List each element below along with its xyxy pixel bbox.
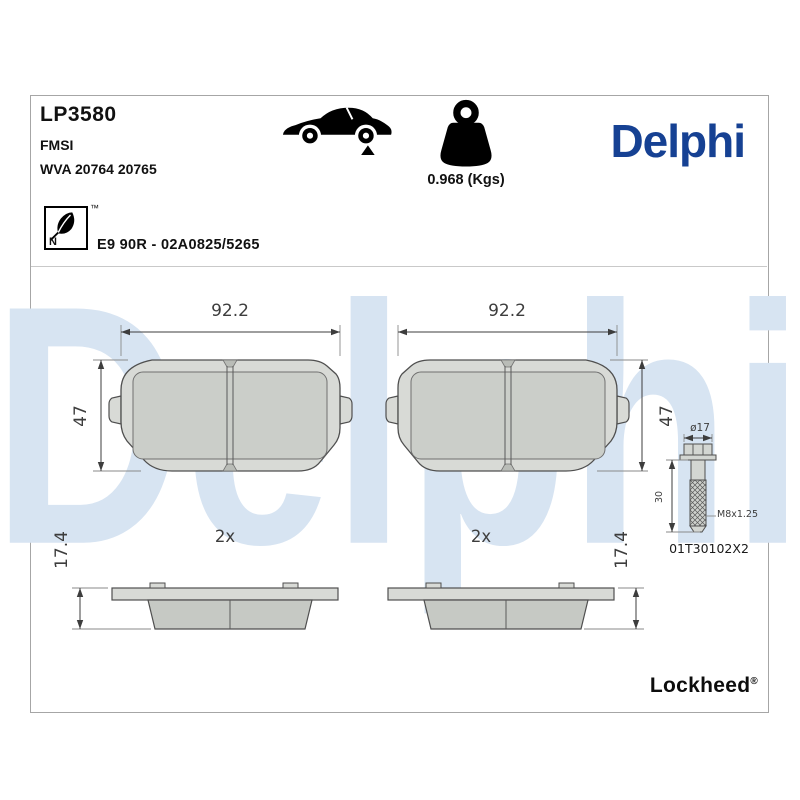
document-frame	[30, 95, 769, 713]
lockheed-wordmark: Lockheed	[649, 674, 751, 697]
quantity-label-left: 2x	[214, 527, 236, 546]
eco-letter: N	[49, 236, 57, 248]
bolt-thread-spec: M8x1.25	[717, 509, 759, 520]
trademark-symbol: ™	[90, 203, 99, 213]
wva-numbers: WVA 20764 20765	[40, 161, 157, 177]
bolt-shaft-length: 30	[653, 490, 665, 504]
rear-axle-marker-icon	[361, 145, 375, 155]
approval-number: E9 90R - 02A0825/5265	[97, 237, 260, 253]
car-icon	[282, 107, 392, 155]
width-dim-right-pad: 92.2	[488, 301, 526, 321]
part-number: LP3580	[40, 103, 117, 126]
header-divider	[31, 266, 767, 267]
quantity-label-right: 2x	[470, 527, 492, 546]
weight-value: 0.968 (Kgs)	[427, 172, 505, 188]
registered-symbol: ®	[750, 676, 758, 687]
thickness-dim-right-pad: 17.4	[612, 531, 632, 569]
weight-icon	[440, 99, 492, 167]
leaf-glyph	[49, 212, 75, 242]
delphi-logo: Delphi	[610, 115, 746, 167]
lockheed-logo: Lockheed®	[598, 674, 758, 698]
bolt-part-code: 01T30102X2	[669, 541, 749, 556]
eco-leaf-icon: N	[44, 206, 88, 250]
height-dim-left-pad: 47	[71, 405, 91, 427]
bolt-head-diameter: ø17	[690, 422, 710, 434]
thickness-dim-left-pad: 17.4	[52, 531, 72, 569]
width-dim-left-pad: 92.2	[211, 301, 249, 321]
fmsi-label: FMSI	[40, 137, 74, 153]
